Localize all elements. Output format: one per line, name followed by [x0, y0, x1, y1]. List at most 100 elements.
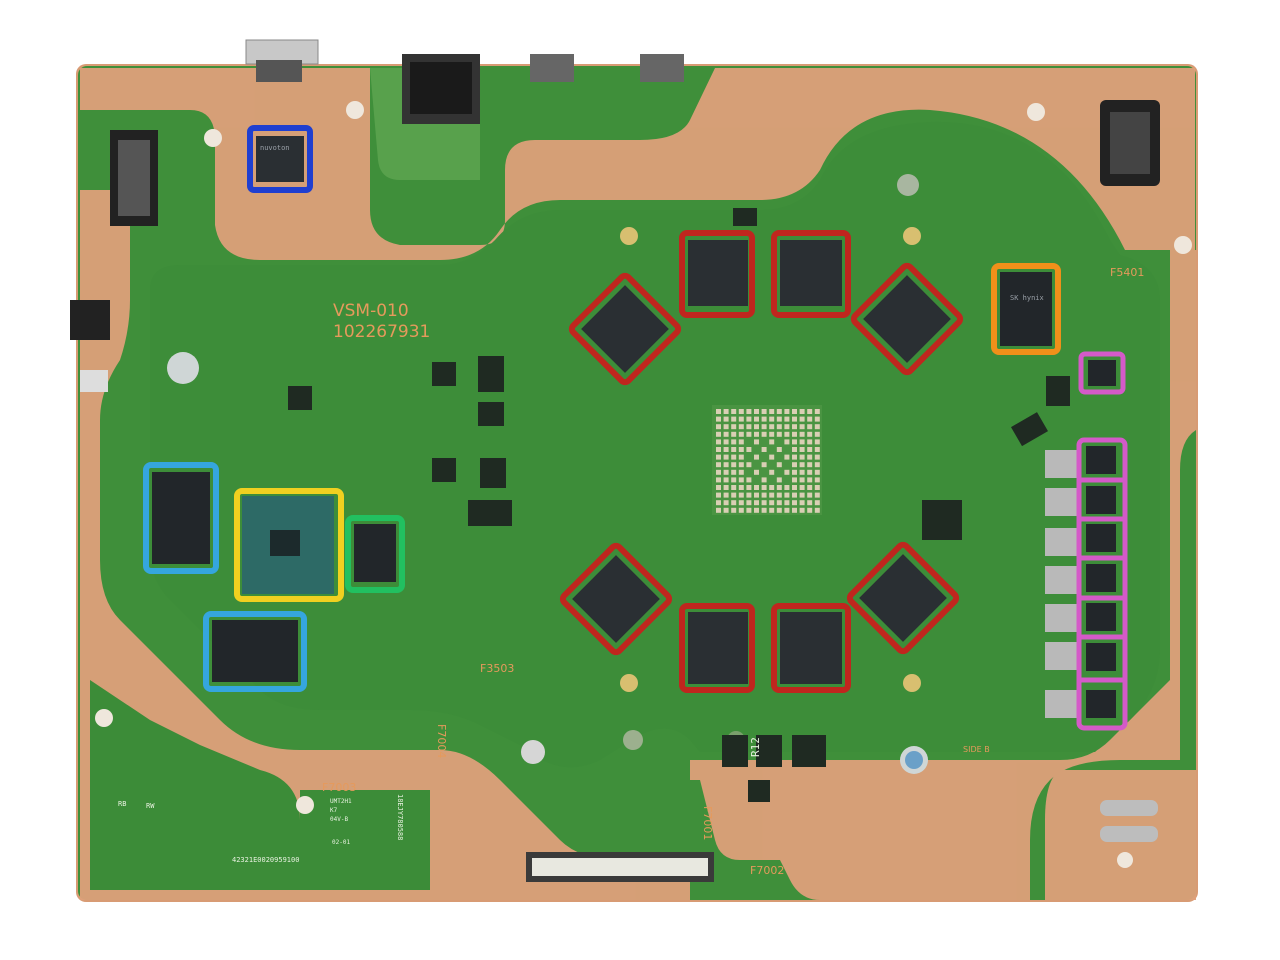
bga-pad: [799, 416, 805, 422]
bga-pad: [723, 424, 729, 430]
bga-pad: [723, 492, 729, 498]
bga-pad: [769, 492, 775, 498]
highlight-green: [345, 515, 405, 593]
bga-pad: [776, 485, 782, 490]
bga-pad: [716, 477, 721, 483]
f7002-label: F7002: [750, 864, 784, 877]
bga-pad: [769, 439, 775, 445]
bga-pad: [723, 507, 729, 513]
bga-pad: [746, 431, 752, 437]
bga-pad: [776, 409, 782, 414]
bga-pad: [792, 409, 797, 414]
bga-pad: [746, 507, 752, 513]
bga-pad: [761, 485, 767, 490]
bga-pad: [769, 507, 775, 513]
bga-pad: [761, 477, 767, 483]
highlight-dark-blue: [247, 125, 313, 193]
bga-pad: [807, 447, 813, 452]
bga-pad: [784, 469, 790, 475]
bga-pad: [784, 492, 790, 498]
bga-pad: [746, 485, 752, 490]
f7001-label: F7001: [701, 806, 714, 840]
bga-pad: [799, 424, 805, 430]
bga-pad: [799, 447, 805, 452]
bga-pad: [769, 500, 775, 506]
bga-pad: [723, 431, 729, 437]
highlight-yellow: [234, 488, 344, 602]
bga-pad: [799, 492, 805, 498]
bga-pad: [814, 492, 820, 498]
highlight-red-bottom-right: [771, 603, 851, 693]
f7004-label: F7004: [435, 724, 448, 758]
bga-pad: [792, 469, 797, 475]
bga-pad: [814, 424, 820, 430]
bga-pad: [723, 477, 729, 483]
code-18ej: 18EJY780588: [396, 794, 404, 840]
bga-pad: [807, 477, 813, 483]
bga-pad: [723, 485, 729, 490]
highlight-red-diag-tl: [568, 272, 682, 386]
bga-pad: [814, 431, 820, 437]
bga-pad: [769, 424, 775, 430]
highlight-red-diag-tr: [850, 262, 964, 376]
bga-pad: [738, 454, 744, 460]
serial-label: 102267931: [333, 322, 430, 342]
bga-pad: [792, 416, 797, 422]
bga-pad: [746, 492, 752, 498]
highlight-red-top-left: [679, 230, 755, 318]
bga-pad: [761, 492, 767, 498]
bga-pad: [807, 416, 813, 422]
bga-pad: [799, 507, 805, 513]
bga-pad: [792, 439, 797, 445]
nuvoton-marking: nuvoton: [260, 144, 290, 152]
bga-pad: [784, 454, 790, 460]
bga-pad: [776, 500, 782, 506]
highlight-orange: [991, 263, 1061, 355]
bga-pad: [738, 469, 744, 475]
highlight-light-blue-upper: [143, 462, 219, 574]
bga-pad: [769, 416, 775, 422]
bga-pad: [776, 416, 782, 422]
bga-pad: [784, 431, 790, 437]
side-label: SIDE B: [963, 745, 990, 754]
bga-pad: [799, 409, 805, 414]
code-k7: K7: [330, 807, 338, 814]
bga-pad: [769, 454, 775, 460]
bga-pad: [769, 431, 775, 437]
bga-pad: [738, 431, 744, 437]
bga-pad: [761, 424, 767, 430]
bga-pad: [731, 431, 737, 437]
bga-pad: [761, 507, 767, 513]
bga-pad: [814, 485, 820, 490]
bga-pad: [799, 500, 805, 506]
highlight-magenta-column: [1076, 437, 1128, 731]
bga-pad: [807, 409, 813, 414]
bga-pad: [769, 409, 775, 414]
bga-pad: [807, 507, 813, 513]
bga-pad: [814, 477, 820, 483]
bga-pad: [784, 409, 790, 414]
code-rb: RB: [118, 800, 126, 808]
bga-pad: [792, 447, 797, 452]
bga-pad: [799, 454, 805, 460]
bga-pad: [776, 507, 782, 513]
bga-pad: [814, 500, 820, 506]
bga-pad: [784, 424, 790, 430]
bga-pad: [792, 507, 797, 513]
other-chips: nuvoton SK hynix: [152, 136, 1116, 718]
bga-pad: [716, 447, 721, 452]
bga-pad: [807, 424, 813, 430]
bga-pad: [799, 485, 805, 490]
bga-pad: [799, 477, 805, 483]
bga-pad: [716, 469, 721, 475]
bga-pad: [807, 462, 813, 468]
inductor-column: [1045, 450, 1077, 718]
bga-pad: [814, 447, 820, 452]
bga-pad: [746, 409, 752, 414]
bga-pad: [754, 485, 759, 490]
bga-pad: [738, 416, 744, 422]
bga-pad: [731, 469, 737, 475]
bga-pad: [784, 507, 790, 513]
bga-pad: [746, 477, 752, 483]
